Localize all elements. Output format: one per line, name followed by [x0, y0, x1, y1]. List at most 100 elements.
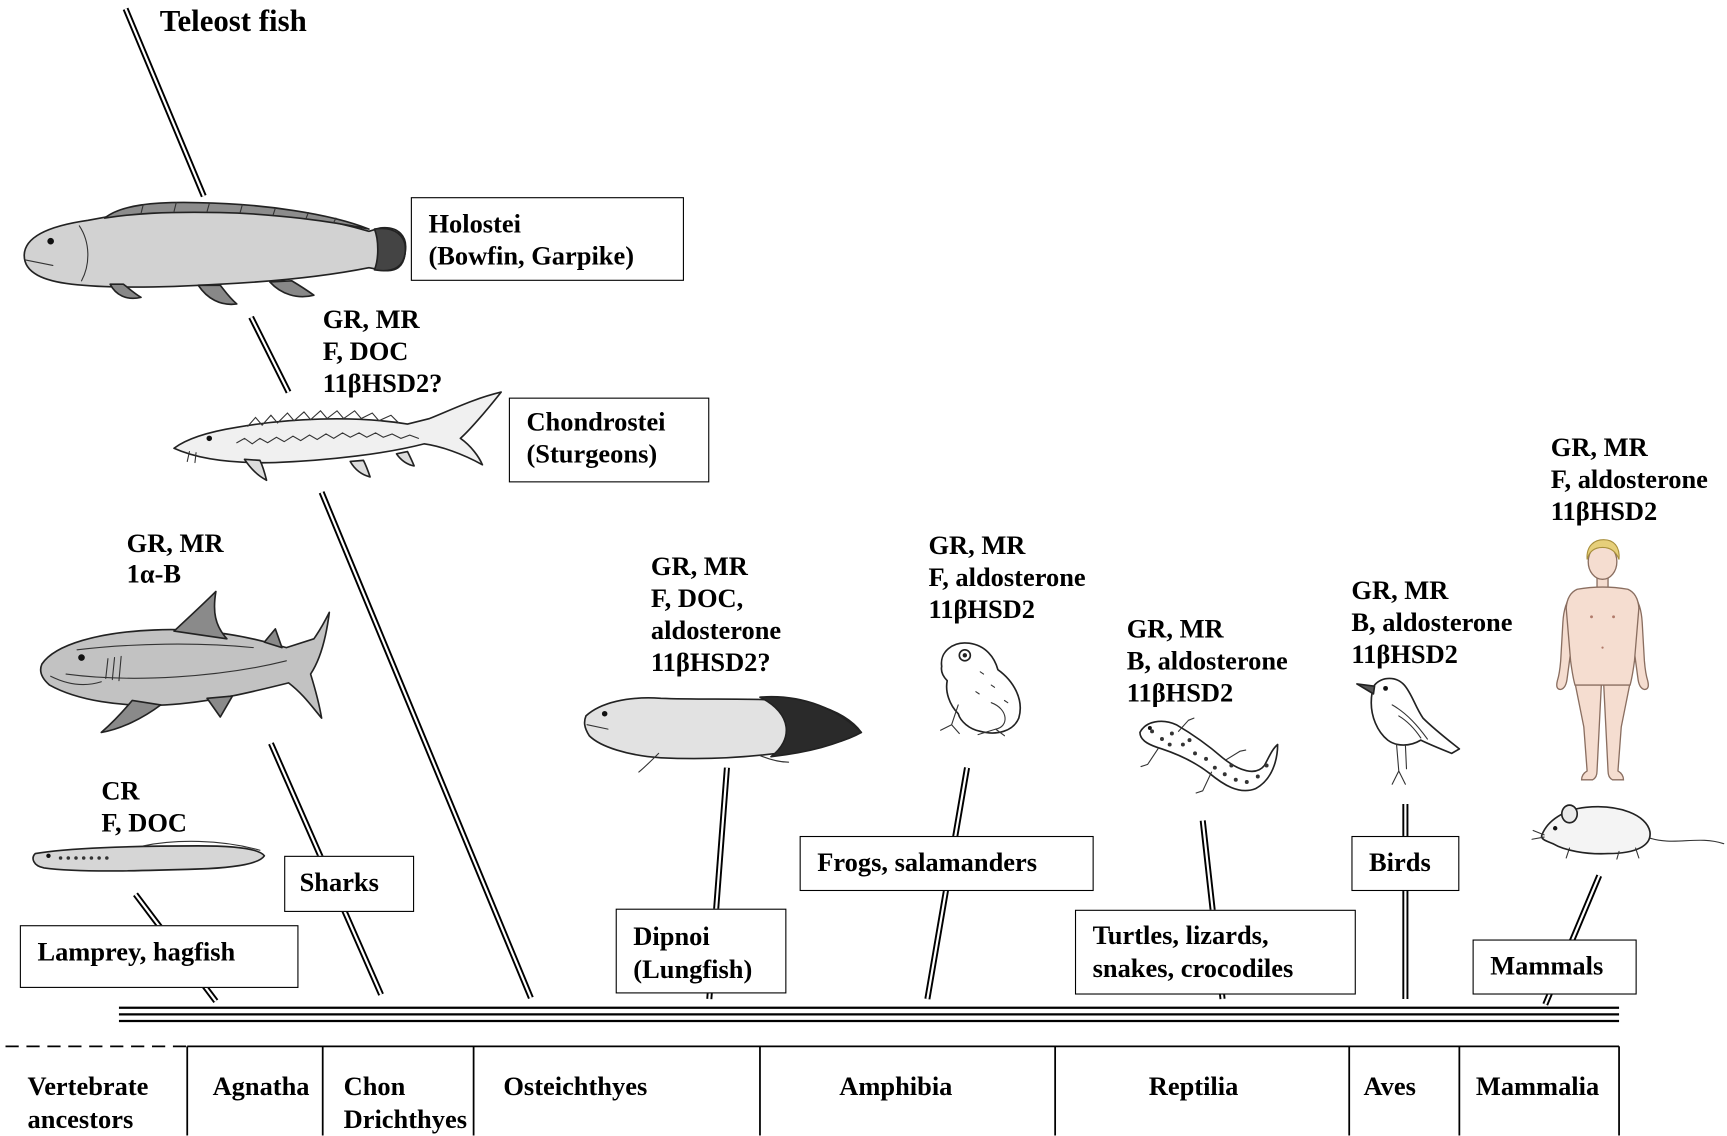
birds-box-line: Birds	[1369, 849, 1431, 878]
bowfin-illustration	[23, 201, 407, 306]
shark-dorsal-fin	[173, 590, 228, 640]
sturgeon-eye	[206, 435, 213, 442]
turtles-box-line: Turtles, lizards,	[1092, 921, 1269, 951]
bowfin-eye	[47, 237, 54, 245]
bird-beak	[1356, 683, 1376, 695]
lungfish-eye	[601, 710, 608, 717]
class-label: Amphibia	[839, 1072, 953, 1102]
dipnoi-box-line: Dipnoi	[633, 922, 710, 952]
sturgeon-body	[173, 391, 502, 466]
holostei-box-line: (Bowfin, Garpike)	[428, 242, 635, 271]
lungfish-tail-fin	[759, 695, 863, 758]
annotation-line: GR, MR	[1550, 433, 1648, 463]
annotation-line: B, aldosterone	[1351, 609, 1513, 638]
shark-shading	[65, 643, 287, 679]
sturgeon-pectoral-fin	[243, 458, 268, 482]
spot	[1180, 742, 1185, 747]
baseline	[118, 1006, 1620, 1023]
gill-pore	[66, 856, 71, 860]
bird-illustration	[1356, 677, 1461, 785]
gill-pore	[89, 856, 94, 860]
shark-illustration	[39, 590, 331, 734]
annotation-line: 11βHSD2?	[322, 370, 443, 399]
bird-body	[1370, 677, 1461, 755]
class-label: Mammalia	[1475, 1072, 1600, 1102]
bowfin-body	[23, 207, 407, 288]
gill-pore	[81, 856, 86, 860]
mouse-whiskers	[1531, 829, 1545, 840]
salamander-legs	[1140, 717, 1247, 794]
spot	[1150, 729, 1155, 734]
class-cell-chondrichthyes: Chon Drichthyes	[344, 1071, 467, 1136]
class-cell-osteichthyes: Osteichthyes	[503, 1071, 647, 1104]
salamander-body	[1139, 720, 1279, 792]
salamander-eye	[1147, 726, 1152, 731]
gill-pore	[74, 856, 78, 860]
birds-annotation: GR, MR B, aldosterone 11βHSD2	[1351, 576, 1512, 672]
branch-core	[124, 8, 205, 197]
human-left-leg	[1574, 682, 1603, 781]
class-label: Reptilia	[1148, 1072, 1239, 1102]
spot	[1222, 772, 1227, 777]
human-navel	[1601, 646, 1604, 649]
frog-pupil	[962, 653, 968, 658]
human-nipple	[1590, 615, 1593, 619]
salamander-spots	[1150, 729, 1269, 784]
mouse-body	[1540, 805, 1651, 855]
dipnoi-box-line: (Lungfish)	[633, 956, 753, 985]
human-illustration	[1556, 539, 1649, 781]
mouse-illustration	[1531, 804, 1725, 860]
reptiles-annotation: GR, MR B, aldosterone 11βHSD2	[1127, 615, 1288, 711]
holostei-box: Holostei (Bowfin, Garpike)	[410, 197, 684, 281]
sturgeon-lateral-scutes	[236, 432, 420, 445]
frog-front-leg	[940, 704, 960, 735]
class-label: Agnatha	[212, 1072, 310, 1102]
annotation-line: 1α-B	[126, 560, 182, 590]
bird-wing	[1391, 704, 1428, 740]
shark-eye	[78, 654, 85, 661]
sharks-annotation: GR, MR 1α-B	[127, 529, 224, 591]
sharks-box-line: Sharks	[299, 869, 379, 898]
sturgeon-pelvic-fin	[349, 459, 371, 478]
class-cell-agnatha: Agnatha	[213, 1071, 310, 1104]
holostei-box-line: Holostei	[428, 210, 521, 240]
bowfin-pelvic-fin	[109, 283, 142, 300]
annotation-line: GR, MR	[928, 531, 1026, 561]
lungfish-illustration	[583, 695, 863, 773]
annotation-line: F, DOC	[101, 809, 188, 839]
spot	[1169, 731, 1174, 736]
gill-pore	[58, 856, 63, 860]
lamprey-box: Lamprey, hagfish	[19, 925, 299, 988]
birds-box: Birds	[1351, 835, 1460, 892]
annotation-line: aldosterone	[650, 616, 782, 646]
spot	[1264, 763, 1269, 768]
bowfin-fin-rays	[140, 202, 337, 224]
branch-core	[320, 491, 532, 999]
amphibians-annotation: GR, MR F, aldosterone 11βHSD2	[928, 531, 1085, 627]
class-label: Aves	[1363, 1072, 1416, 1102]
mammals-box: Mammals	[1472, 939, 1637, 995]
class-table-grid	[5, 1045, 1620, 1136]
spot	[1212, 765, 1217, 770]
frog-hind-leg	[977, 702, 1006, 737]
mammals-annotation: GR, MR F, aldosterone 11βHSD2	[1551, 433, 1708, 529]
mouse-ear	[1560, 804, 1579, 824]
annotation-line: GR, MR	[322, 306, 420, 335]
chondrostei-annotation: GR, MR F, DOC 11βHSD2?	[323, 305, 443, 401]
annotation-line: 11βHSD2	[928, 595, 1035, 625]
gill-pore	[105, 856, 109, 860]
mouse-eye	[1552, 826, 1558, 831]
class-label: Osteichthyes	[503, 1072, 648, 1102]
lamprey-gill-pores	[58, 856, 109, 860]
annotation-line: GR, MR	[650, 552, 748, 582]
human-hair	[1586, 539, 1620, 560]
class-cell-ancestors: Vertebrate ancestors	[28, 1071, 149, 1136]
lungfish-annotation: GR, MR F, DOC, aldosterone 11βHSD2?	[651, 552, 781, 680]
lungfish-pelvic-fin	[759, 755, 790, 763]
spot	[1159, 737, 1164, 742]
sturgeon-barbels	[186, 451, 197, 464]
bowfin-rear-fin	[269, 280, 315, 298]
teleost-fish-label: Teleost fish	[159, 4, 307, 39]
